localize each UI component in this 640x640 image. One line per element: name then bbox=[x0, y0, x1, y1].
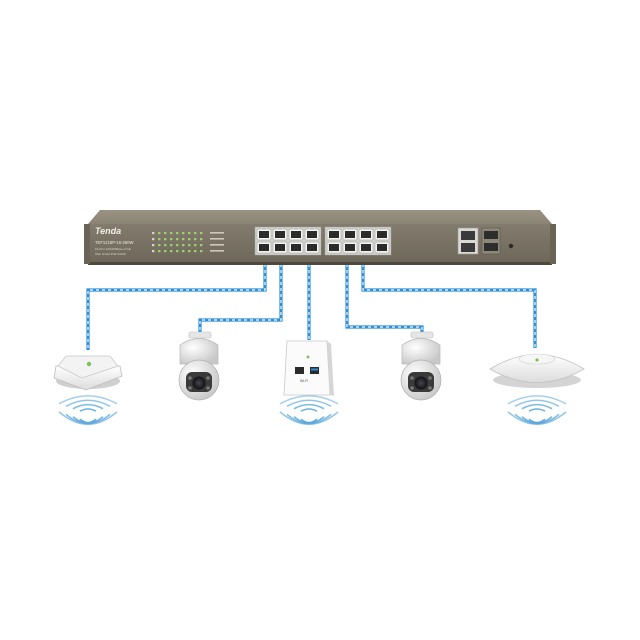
status-led bbox=[176, 250, 179, 253]
status-led bbox=[170, 238, 173, 241]
ceiling-access-point-right bbox=[489, 353, 585, 388]
status-led bbox=[200, 250, 203, 253]
status-led bbox=[170, 250, 173, 253]
status-led bbox=[152, 232, 155, 235]
status-led bbox=[188, 238, 191, 241]
status-led bbox=[158, 244, 161, 247]
rj45-port-opening bbox=[345, 244, 355, 251]
status-led bbox=[152, 238, 155, 241]
description-line-2: Web Smart PoE Switch bbox=[95, 252, 126, 256]
status-led bbox=[176, 232, 179, 235]
rj45-port-opening bbox=[361, 244, 371, 251]
wifi-signal-icon bbox=[279, 395, 339, 425]
rj45-port-opening bbox=[361, 231, 371, 238]
rj45-port-opening bbox=[329, 231, 339, 238]
rj45-port-opening bbox=[377, 244, 387, 251]
status-led bbox=[188, 250, 191, 253]
status-led bbox=[164, 232, 167, 235]
status-led bbox=[200, 244, 203, 247]
status-led bbox=[194, 250, 197, 253]
description-line-1: 16-Port 10/100Mbps+2 GE bbox=[95, 247, 131, 251]
status-led bbox=[170, 244, 173, 247]
ptz-camera-right bbox=[400, 331, 442, 401]
rj45-port-opening bbox=[275, 231, 285, 238]
rj45-port-opening bbox=[377, 231, 387, 238]
rj45-port-opening bbox=[275, 244, 285, 251]
wifi-signals bbox=[58, 395, 567, 425]
rj45-port-opening bbox=[259, 244, 269, 251]
rj45-port-opening bbox=[291, 231, 301, 238]
led-legend bbox=[210, 238, 224, 240]
status-led bbox=[158, 232, 161, 235]
led-legend bbox=[210, 232, 224, 234]
sfp-slots bbox=[481, 227, 501, 255]
status-led bbox=[188, 244, 191, 247]
status-led bbox=[194, 244, 197, 247]
status-led bbox=[164, 244, 167, 247]
status-led bbox=[182, 244, 185, 247]
led-legend bbox=[210, 244, 224, 246]
status-led bbox=[182, 232, 185, 235]
cable-to-ceiling-ap-right bbox=[361, 252, 537, 348]
status-led bbox=[158, 250, 161, 253]
ptz-camera-left bbox=[178, 331, 220, 401]
ceiling-access-point-left bbox=[53, 355, 123, 391]
cable-to-ceiling-ap-left bbox=[86, 252, 267, 350]
rj45-port-opening bbox=[259, 231, 269, 238]
status-led bbox=[164, 250, 167, 253]
poe-switch: Tenda TEF1218P-16-250W 16-Port 10/100Mbp… bbox=[84, 210, 556, 265]
status-led bbox=[158, 238, 161, 241]
wall-plate-access-point: Wi-Fi bbox=[283, 340, 334, 396]
wifi-signal-icon bbox=[58, 395, 118, 425]
status-led bbox=[152, 250, 155, 253]
status-led bbox=[176, 238, 179, 241]
status-led bbox=[194, 232, 197, 235]
status-led bbox=[170, 232, 173, 235]
rj45-port-opening bbox=[329, 244, 339, 251]
wall-plate-label: Wi-Fi bbox=[300, 379, 308, 383]
status-led bbox=[200, 232, 203, 235]
status-led bbox=[182, 250, 185, 253]
status-led bbox=[200, 238, 203, 241]
status-led bbox=[152, 244, 155, 247]
rj45-port-opening bbox=[291, 244, 301, 251]
status-led bbox=[194, 238, 197, 241]
wifi-signal-icon bbox=[507, 395, 567, 425]
rj45-port-opening bbox=[307, 244, 317, 251]
status-led bbox=[164, 238, 167, 241]
led-legend bbox=[210, 250, 224, 252]
reset-button[interactable] bbox=[508, 243, 514, 249]
brand-logo: Tenda bbox=[95, 226, 121, 236]
gigabit-uplink-ports bbox=[457, 227, 479, 255]
status-led-matrix bbox=[152, 232, 224, 253]
rj45-port-opening bbox=[345, 231, 355, 238]
status-led bbox=[176, 244, 179, 247]
status-led bbox=[188, 232, 191, 235]
ethernet-cables bbox=[86, 252, 537, 350]
rj45-port-opening bbox=[307, 231, 317, 238]
model-number: TEF1218P-16-250W bbox=[95, 240, 133, 245]
status-led bbox=[182, 238, 185, 241]
